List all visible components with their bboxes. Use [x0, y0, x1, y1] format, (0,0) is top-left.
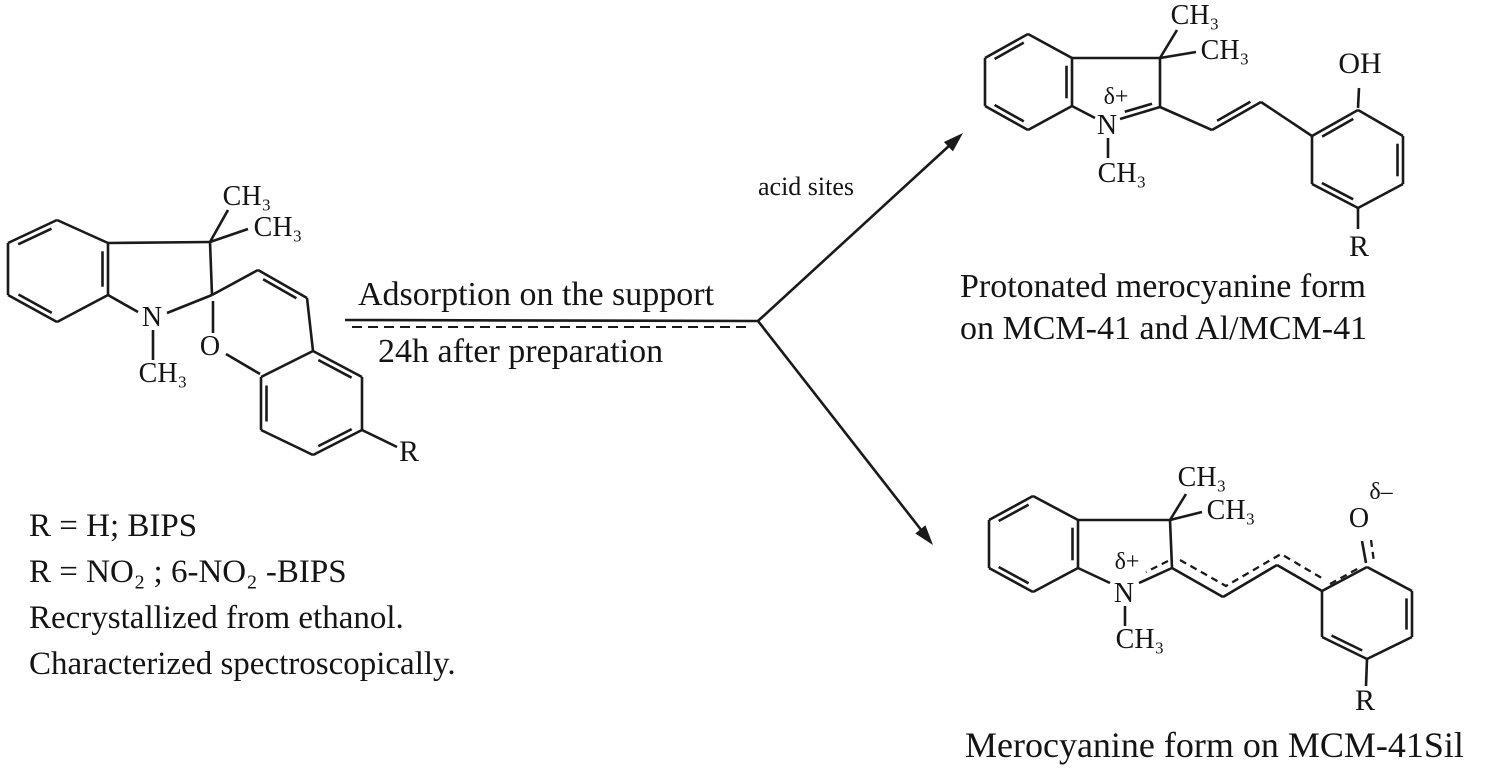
methyl-label: CH₃ [1206, 495, 1256, 526]
oxygen-label: O [199, 331, 221, 362]
merocyanine-bonds [987, 493, 1414, 687]
methyl-label: CH₃ [1200, 35, 1250, 66]
note-line: R = NO₂ ; 6-NO₂ -BIPS [29, 554, 347, 590]
note-line: Recrystallized from ethanol. [29, 600, 404, 636]
caption-line: on MCM-41 and Al/MCM-41 [960, 310, 1368, 347]
r-substituent-label: R [1348, 230, 1370, 263]
nitrogen-label: N [1096, 110, 1118, 141]
reaction-arrows [344, 133, 963, 545]
note-line: Characterized spectroscopically. [29, 646, 456, 682]
nitrogen-label: N [1113, 578, 1135, 609]
delta-plus-label: δ+ [1103, 84, 1129, 110]
hydroxyl-label: OH [1338, 47, 1382, 80]
r-substituent-label: R [398, 435, 420, 468]
protonated-merocyanine-bonds [983, 29, 1405, 229]
arrow-condition-bottom: 24h after preparation [378, 333, 664, 370]
reactant-notes: R = H; BIPS R = NO₂ ; 6-NO₂ -BIPS Recrys… [29, 503, 456, 687]
arrow-condition-top: Adsorption on the support [358, 276, 715, 313]
product-top-caption: Protonated merocyanine form on MCM-41 an… [960, 266, 1367, 350]
n-methyl-label: CH₃ [138, 358, 188, 389]
methyl-label: CH₃ [222, 181, 272, 212]
spiropyran-structure-bonds [6, 209, 398, 457]
acid-sites-label: acid sites [758, 172, 855, 201]
r-substituent-label: R [1354, 684, 1376, 717]
methyl-label: CH₃ [1177, 462, 1227, 493]
caption-line: Protonated merocyanine form [960, 268, 1366, 305]
oxygen-label: O [1348, 503, 1370, 534]
n-methyl-label: CH₃ [1097, 158, 1147, 189]
product-bottom-caption: Merocyanine form on MCM-41Sil [965, 725, 1464, 765]
nitrogen-label: N [141, 302, 163, 333]
delta-minus-label: δ– [1369, 479, 1393, 505]
methyl-label: CH₃ [1170, 0, 1220, 31]
n-methyl-label: CH₃ [1115, 624, 1165, 655]
delta-plus-label: δ+ [1114, 549, 1140, 575]
note-line: R = H; BIPS [29, 508, 198, 544]
methyl-label: CH₃ [253, 212, 303, 243]
